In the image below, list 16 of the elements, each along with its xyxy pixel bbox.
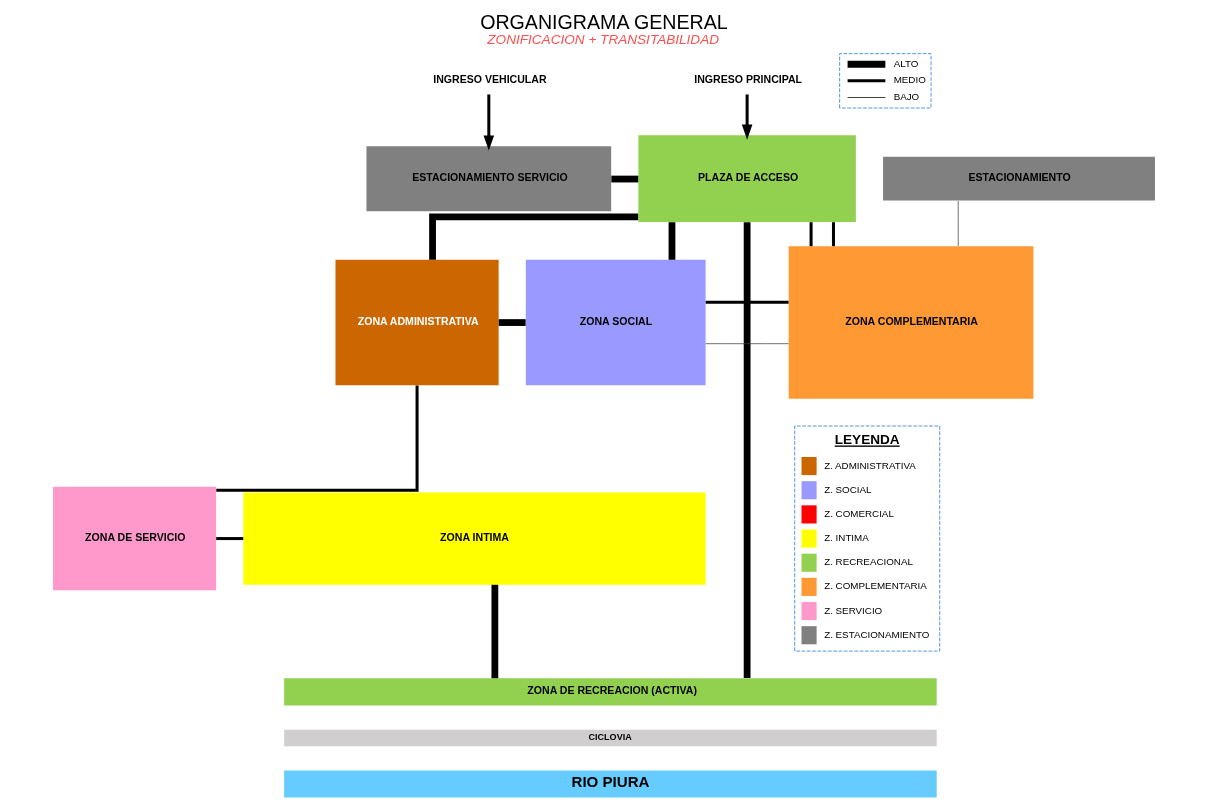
node-text: INGRESO VEHICULAR bbox=[433, 72, 547, 85]
legend-label: Z. ESTACIONAMIENTO bbox=[824, 628, 930, 640]
legend-label: Z. SOCIAL bbox=[824, 483, 872, 495]
node-text: INGRESO PRINCIPAL bbox=[694, 72, 803, 85]
diagram-title: ORGANIGRAMA GENERAL bbox=[480, 11, 728, 34]
label: LEYENDA bbox=[834, 432, 900, 448]
legend-label: ALTO bbox=[893, 57, 919, 69]
caption: ZONIFICACION + TRANSITABILIDAD bbox=[487, 32, 720, 48]
legend-label: Z. ADMINISTRATIVA bbox=[824, 459, 916, 471]
legend-label: Z. INTIMA bbox=[824, 532, 869, 544]
legend-label: Z. COMERCIAL bbox=[824, 507, 894, 519]
legend-label: Z. SERVICIO bbox=[824, 604, 883, 616]
legend-label: BAJO bbox=[893, 91, 920, 103]
legend-label: Z. RECREACIONAL bbox=[824, 556, 913, 568]
legend-label: Z. COMPLEMENTARIA bbox=[824, 580, 927, 592]
legend-label: MEDIO bbox=[893, 74, 926, 86]
